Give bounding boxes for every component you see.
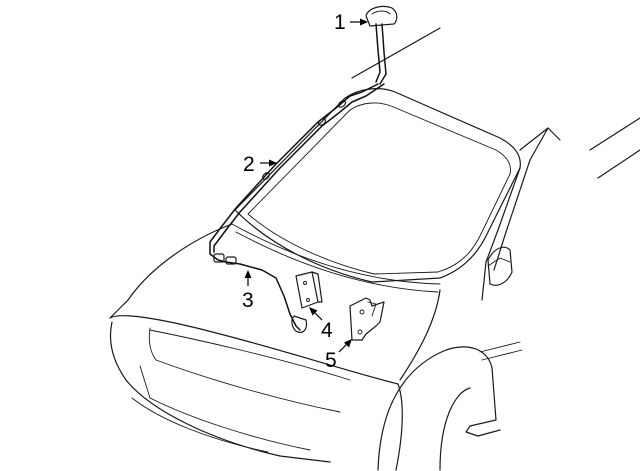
amplifier-module-part-4 xyxy=(295,271,323,309)
callout-5: 5 xyxy=(325,339,352,372)
antenna-part-1 xyxy=(365,5,398,85)
cable-plug-part-3 xyxy=(291,315,308,333)
antenna-cable-part-2 xyxy=(209,83,385,331)
callout-label-3: 3 xyxy=(242,289,254,312)
callout-label-4: 4 xyxy=(321,319,333,342)
callout-1: 1 xyxy=(334,11,368,34)
callout-label-1: 1 xyxy=(334,11,346,34)
callout-2: 2 xyxy=(243,153,277,176)
callout-3: 3 xyxy=(242,270,254,312)
callout-label-5: 5 xyxy=(325,349,337,372)
callout-label-2: 2 xyxy=(243,153,255,176)
bracket-part-5 xyxy=(349,297,385,341)
vehicle-outline xyxy=(109,27,640,471)
callout-4: 4 xyxy=(309,307,333,342)
